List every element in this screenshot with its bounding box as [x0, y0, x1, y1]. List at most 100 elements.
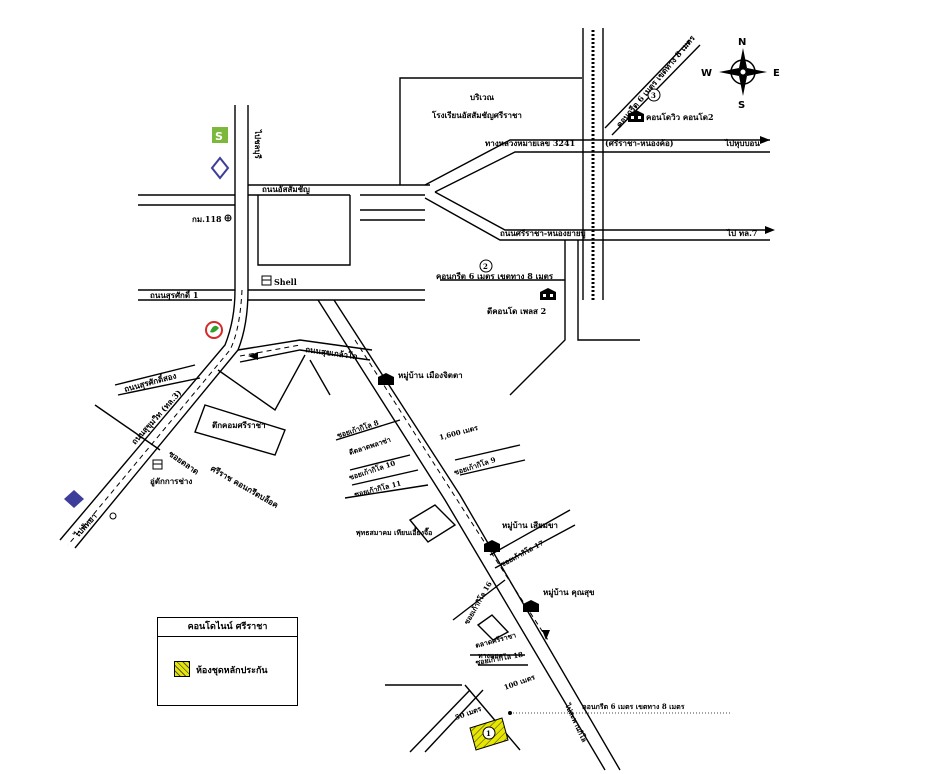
label-soi10: ซอยเก้ากิโล 10: [348, 458, 397, 481]
soi-17b-line: [494, 524, 576, 569]
road-upper-right: [604, 39, 691, 129]
label-surasak1: ถนนสุรศักดิ์ 1: [150, 289, 198, 301]
label-village-muangchitta: หมู่บ้าน เมืองจิตตา: [398, 370, 463, 381]
compass-n: N: [738, 37, 746, 48]
label-soi11: ซอยเก้ากิโล 11: [353, 479, 402, 499]
road-main-south: [317, 299, 621, 771]
market-shape: [476, 614, 510, 641]
soi-17-line: [489, 509, 571, 556]
road-surasak-top-b: [117, 377, 201, 396]
label-area: บริเวณ: [470, 92, 495, 102]
soi-8-line: [335, 419, 401, 441]
road-sukdodkaeo: [237, 339, 373, 351]
condo-building-icon-1: [540, 288, 556, 300]
svg-text:S: S: [215, 130, 223, 143]
label-road-sriracha-nongyaibu: ถนนศรีราชา-หนองยายบู่: [500, 228, 586, 239]
arrow-right-1: [760, 136, 770, 144]
soi-9-line: [454, 444, 521, 461]
road-sukdodkaeo-b: [239, 349, 371, 363]
label-market: ตลาดศรีราชา: [474, 630, 517, 650]
building-sriracha-shape: [194, 404, 286, 456]
condo-building-icon-2: [628, 110, 644, 122]
label-sriracha-nongkho: (ศรีราชา-หนองค้อ): [605, 138, 674, 148]
road-right-down: [509, 240, 566, 396]
label-village-siam: หมู่บ้าน เสียมขา: [502, 520, 558, 531]
pattaya-marker-icon: [109, 512, 117, 520]
label-school: โรงเรียนอัสสัมชัญศรีราชา: [431, 110, 522, 121]
bank-purple-outline-icon: [210, 156, 230, 180]
legend-item-label: ห้องชุดหลักประกัน: [196, 666, 268, 676]
soi-16-line: [452, 579, 506, 621]
road-left-lower: [94, 404, 161, 451]
road-assumption: [248, 184, 430, 266]
label-junction: ทางแยก: [478, 651, 503, 660]
km-marker-icon: [224, 214, 232, 222]
village-icon-3: [523, 600, 539, 612]
soi-10-line: [349, 454, 411, 471]
label-utility: อู่ตักการช่าง: [150, 476, 192, 487]
road-surasak1: [138, 289, 425, 301]
soi-9b-line: [459, 459, 526, 476]
marker-3-label: 3: [651, 91, 656, 100]
legend-title: คอนโดไนน์ ศรีราชา: [158, 618, 297, 637]
village-icon-1: [378, 373, 394, 385]
soi-11b-line: [344, 484, 429, 499]
arrow-right-2: [765, 226, 775, 234]
village-icon-2: [484, 540, 500, 552]
temple-shape: [408, 504, 457, 543]
label-sukhumvit: ถนนสุขุมวิท (ทล.3): [129, 387, 184, 447]
label-condo-view2: คอนโดวิว คอนโด2: [646, 112, 714, 122]
label-dist-100: 100 เมตร: [503, 672, 537, 692]
arrow-left: [248, 352, 258, 360]
label-temple: พุทธสมาคม เทียนเอี้ยงจื๊อ: [356, 526, 432, 537]
property-number: 1: [486, 729, 491, 738]
marker-2: [479, 259, 493, 273]
road-bottom-diag3: [424, 689, 484, 753]
compass-s: S: [738, 100, 745, 111]
soi-11-line: [351, 469, 419, 486]
label-bottom-road: คอนกรีต 6 เมตร เขตทาง 8 เมตร: [582, 702, 685, 711]
map-legend: คอนโดไนน์ ศรีราชา ห้องชุดหลักประกัน: [157, 617, 298, 706]
label-soi17: ซอยเก้ากิโล 17: [499, 538, 546, 569]
road-hwy-3241: [424, 139, 770, 241]
road-surasak-top: [114, 364, 196, 386]
utility-icon: [152, 459, 163, 470]
label-to-taw7: ไป ทล.7: [726, 228, 757, 238]
road-sukdodkaeo-dash: [239, 344, 301, 357]
road-bottom-diag: [464, 684, 521, 751]
road-right-down-b: [577, 240, 640, 341]
label-to-chonburi: ไปชลบุรี: [252, 129, 263, 160]
label-road-assumption: ถนนอัสสัมชัญ: [262, 184, 310, 195]
legend-swatch: [174, 661, 190, 677]
label-village-khunsuk: หมู่บ้าน คุณสุข: [543, 587, 595, 598]
label-km118: กม.118: [192, 214, 222, 224]
railway: [582, 28, 604, 300]
label-soi9: ซอยเก้ากิโล 9: [453, 455, 497, 477]
compass-w: W: [701, 68, 712, 79]
label-soi-market2: ดีตลาดพลาซ่า: [347, 435, 392, 457]
label-to-nongkho: ไปหุบบอน: [724, 138, 760, 149]
ref-dot: [508, 711, 512, 715]
bank-green-icon: S: [212, 127, 228, 143]
road-inner-b: [309, 359, 331, 396]
compass-rose: N S E W: [701, 37, 780, 111]
label-shell: Shell: [274, 277, 297, 287]
shell-icon: [261, 275, 272, 286]
label-dist-1600: 1,600 เมตร: [438, 423, 479, 442]
kasikorn-bank-icon: [205, 321, 223, 339]
label-condo-plus2: ดีคอนโด เพลส 2: [487, 306, 546, 316]
marker-3: [647, 88, 661, 102]
compass-e: E: [773, 68, 780, 79]
label-sriracha-consultant: ศรีราช คอนกรีตบล็อค: [209, 462, 281, 510]
arrow-down: [542, 630, 550, 640]
bank-purple-icon: [64, 490, 84, 508]
school-boundary: [399, 77, 582, 185]
road-inner-block: [217, 354, 306, 412]
label-hwy3241: ทางหลวงหมายเลข 3241: [485, 138, 575, 148]
label-condo2-road: คอนกรีต 6 เมตร เขตทาง 8 เมตร: [436, 271, 554, 281]
marker-2-label: 2: [483, 262, 488, 271]
label-soi16: ซอยเก้ากิโล 16: [462, 580, 494, 626]
road-bottom-diag2: [409, 689, 471, 753]
